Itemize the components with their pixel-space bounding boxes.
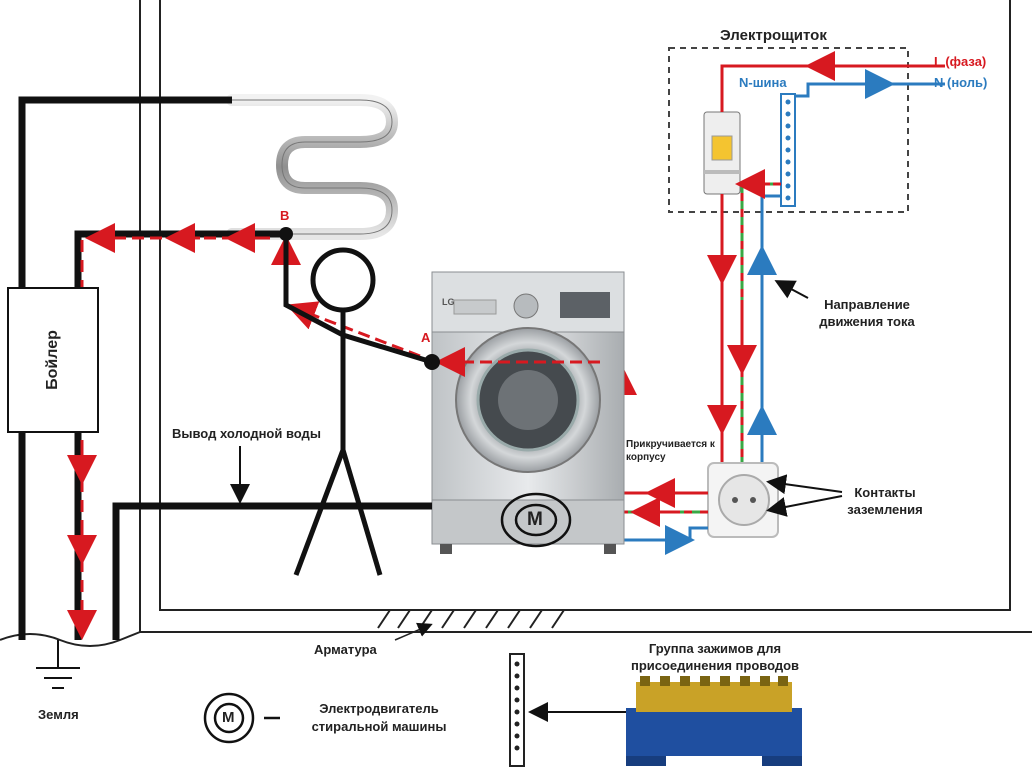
panel-title: Электрощиток bbox=[720, 27, 827, 44]
motor-legend-symbol bbox=[203, 692, 280, 744]
brand-logo-text: LG bbox=[442, 297, 455, 307]
washing-machine bbox=[431, 271, 625, 554]
electrical-panel bbox=[668, 47, 909, 213]
ground-symbol bbox=[36, 640, 80, 689]
attached-label: Прикручивается к корпусу bbox=[626, 439, 715, 463]
ground-contacts-label: Контакты заземления bbox=[847, 485, 923, 517]
water-pipes bbox=[18, 96, 432, 640]
current-direction-label: Направление движения тока bbox=[819, 297, 915, 329]
phase-wire bbox=[707, 51, 945, 470]
rebar-hatch bbox=[377, 609, 565, 641]
motor-symbol bbox=[500, 492, 572, 548]
n-bus-label: N-шина bbox=[739, 75, 787, 90]
boiler bbox=[7, 287, 99, 433]
neutral-label: N (ноль) bbox=[934, 75, 988, 90]
towel-warmer bbox=[226, 94, 399, 240]
boiler-label: Бойлер bbox=[44, 330, 61, 390]
motor-legend-label: Электродвигатель стиральной машины bbox=[311, 701, 447, 734]
wall-socket bbox=[707, 462, 779, 538]
cold-water-label: Вывод холодной воды bbox=[172, 426, 321, 441]
person-figure bbox=[283, 234, 433, 576]
ground-wire bbox=[727, 169, 781, 470]
point-a-label: A bbox=[421, 330, 431, 345]
terminal-group-label: Группа зажимов для присоединения проводо… bbox=[630, 641, 800, 673]
terminal-block bbox=[626, 676, 802, 766]
n-bus bbox=[780, 93, 796, 207]
motor-legend-symbol-label: M bbox=[222, 709, 235, 726]
phase-label: L (фаза) bbox=[934, 54, 987, 69]
rebar-label: Арматура bbox=[314, 642, 377, 657]
point-b-label: B bbox=[280, 208, 290, 223]
terminal-strip bbox=[509, 653, 525, 767]
ground-label: Земля bbox=[38, 707, 79, 722]
circuit-breaker bbox=[703, 111, 741, 195]
motor-symbol-label: M bbox=[527, 509, 543, 530]
